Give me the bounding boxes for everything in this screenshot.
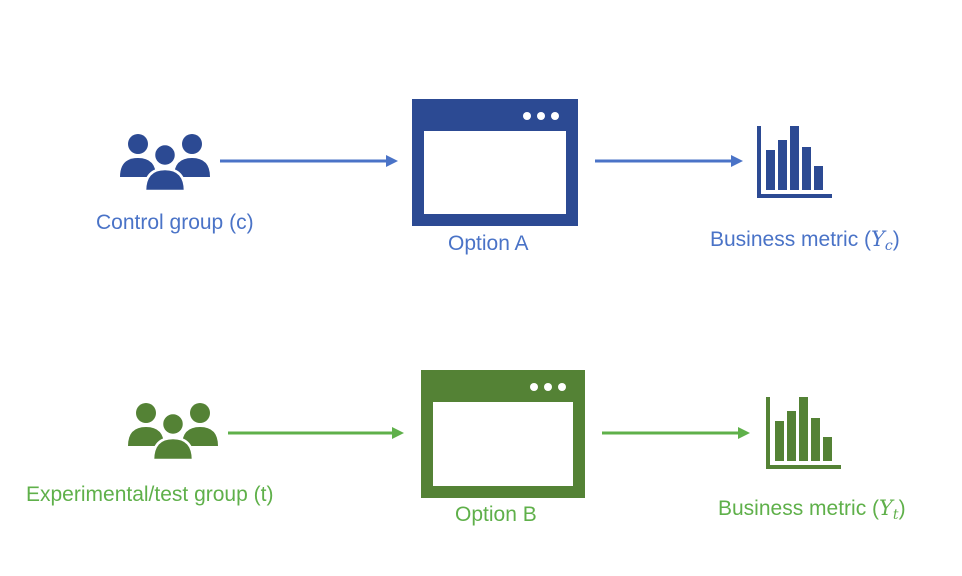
- option-label: Option A: [448, 232, 529, 255]
- group-label: Control group (c): [96, 211, 254, 234]
- metric-subscript: t: [892, 507, 899, 523]
- metric-subscript: c: [884, 238, 893, 254]
- option-label: Option B: [455, 503, 537, 526]
- metric-label: Business metric (Yc): [710, 227, 900, 254]
- metric-symbol-letter: Y: [879, 496, 893, 520]
- metric-label-close: ): [892, 228, 900, 251]
- metric-symbol: Yt: [879, 496, 899, 523]
- metric-label-text: Business metric (: [710, 228, 872, 251]
- metric-symbol-letter: Y: [871, 227, 885, 251]
- metric-label-text: Business metric (: [718, 497, 880, 520]
- metric-label: Business metric (Yt): [718, 496, 906, 523]
- metric-symbol: Yc: [871, 227, 893, 254]
- group-label: Experimental/test group (t): [26, 483, 274, 506]
- metric-label-close: ): [898, 497, 906, 520]
